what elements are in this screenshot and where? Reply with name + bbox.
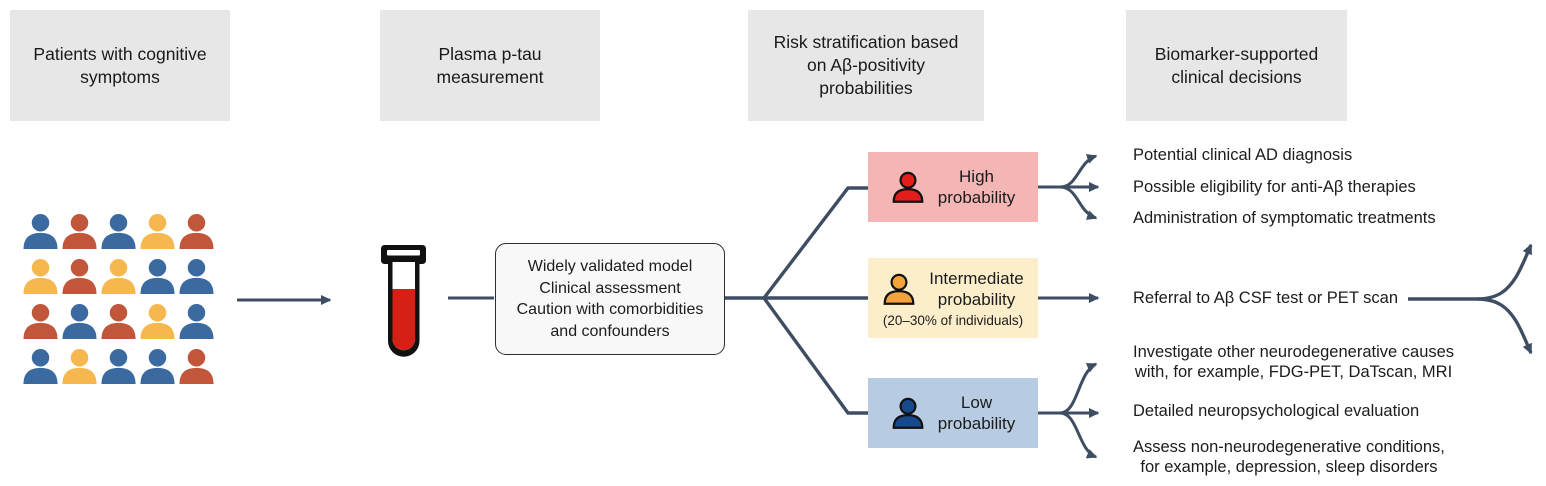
- outcome-high-3: Administration of symptomatic treatments: [1133, 209, 1436, 227]
- outcome-low-1: Investigate other neurodegenerative caus…: [1133, 343, 1455, 381]
- branch-to-high: [762, 186, 869, 300]
- person-icon: [101, 214, 136, 249]
- arrow-low-outcome-1: [1059, 362, 1098, 415]
- person-icon: [140, 304, 175, 339]
- high-person-icon: [892, 171, 924, 203]
- risk-box-high: High probability: [868, 152, 1038, 222]
- header-patients: Patients with cognitive symptoms: [10, 10, 230, 121]
- person-icon: [179, 214, 214, 249]
- low-person-icon: [892, 397, 924, 429]
- risk-high-label: High probability: [937, 167, 1016, 207]
- model-box: Widely validated model Clinical assessme…: [495, 243, 725, 355]
- fork-arrow-down: [1476, 297, 1533, 355]
- risk-low-label: Low probability: [937, 393, 1016, 433]
- person-icon: [62, 259, 97, 294]
- test-tube-icon: [381, 245, 426, 357]
- person-icon: [62, 349, 97, 384]
- fork-arrow-up: [1476, 243, 1533, 301]
- risk-intermediate-main: Intermediate probability: [882, 268, 1024, 310]
- risk-intermediate-label: Intermediate probability: [929, 268, 1024, 309]
- outcome-intermediate-1: Referral to Aβ CSF test or PET scan: [1133, 289, 1399, 307]
- outcome-high-2: Possible eligibility for anti-Aβ therapi…: [1133, 178, 1416, 196]
- person-icon: [62, 304, 97, 339]
- model-box-text: Widely validated model Clinical assessme…: [516, 258, 704, 340]
- header-risk-stratification: Risk stratification based on Aβ-positivi…: [748, 10, 984, 121]
- person-icon: [101, 259, 136, 294]
- person-icon: [179, 349, 214, 384]
- risk-low-main: Low probability: [891, 392, 1016, 434]
- header-clinical-decisions-label: Biomarker-supported clinical decisions: [1154, 43, 1319, 87]
- risk-box-intermediate: Intermediate probability (20–30% of indi…: [868, 258, 1038, 338]
- person-icon: [140, 349, 175, 384]
- risk-high-main: High probability: [891, 166, 1016, 208]
- person-icon: [179, 304, 214, 339]
- person-icon: [23, 259, 58, 294]
- header-risk-stratification-label: Risk stratification based on Aβ-positivi…: [773, 32, 959, 98]
- header-patients-label: Patients with cognitive symptoms: [33, 43, 207, 87]
- outcome-low-3: Assess non-neurodegenerative conditions,…: [1133, 438, 1445, 476]
- branch-to-low: [762, 296, 869, 415]
- person-icon: [101, 349, 136, 384]
- person-icon: [23, 214, 58, 249]
- arrow-high-outcome-1: [1059, 154, 1098, 189]
- person-icon: [62, 214, 97, 249]
- arrow-low-outcome-3: [1059, 411, 1098, 459]
- arrow-high-outcome-3: [1059, 185, 1098, 220]
- header-plasma-ptau: Plasma p-tau measurement: [380, 10, 600, 121]
- outcome-low-2: Detailed neuropsychological evaluation: [1133, 402, 1420, 420]
- population-grid: [22, 214, 215, 384]
- header-plasma-ptau-label: Plasma p-tau measurement: [436, 43, 544, 87]
- person-icon: [179, 259, 214, 294]
- intermediate-person-icon: [883, 273, 915, 305]
- person-icon: [23, 304, 58, 339]
- risk-box-low: Low probability: [868, 378, 1038, 448]
- person-icon: [140, 214, 175, 249]
- risk-intermediate-subtext: (20–30% of individuals): [882, 312, 1024, 328]
- header-clinical-decisions: Biomarker-supported clinical decisions: [1126, 10, 1347, 121]
- person-icon: [101, 304, 136, 339]
- tube-liquid: [392, 289, 415, 351]
- outcome-high-1: Potential clinical AD diagnosis: [1133, 146, 1353, 164]
- person-icon: [23, 349, 58, 384]
- person-icon: [140, 259, 175, 294]
